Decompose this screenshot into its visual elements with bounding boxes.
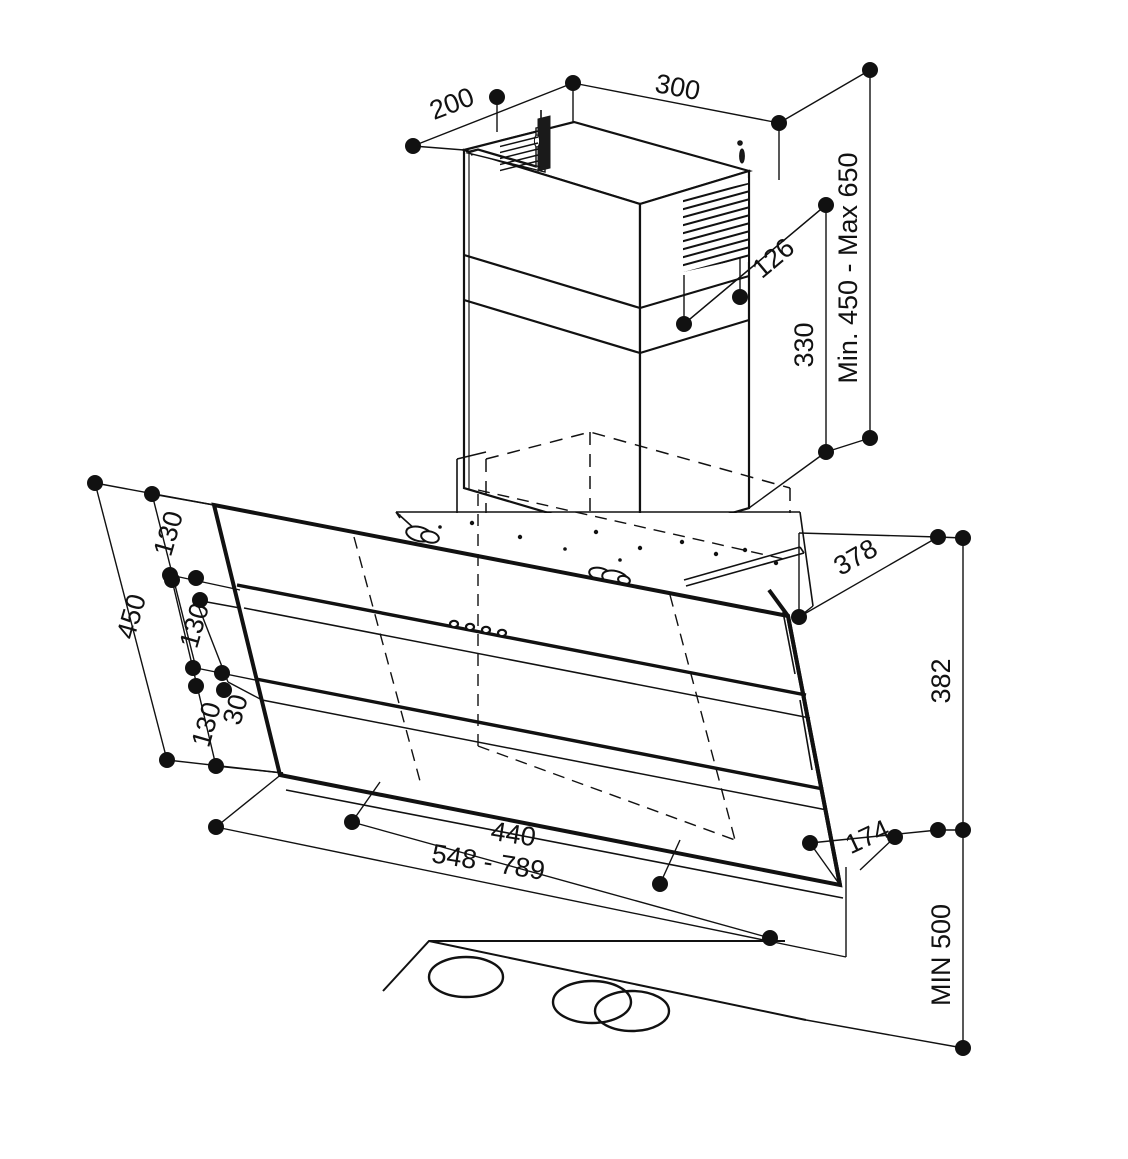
dim-label-mount-range: Min. 450 - Max 650 [833, 152, 863, 383]
dim-line-filter-width [351, 781, 771, 939]
inclined-glass-front-panel [211, 489, 844, 899]
dim-line-min-clearance [805, 830, 964, 1049]
control-panel[interactable] [448, 619, 508, 638]
dim-label-hood-height: 382 [926, 658, 956, 703]
burner-2 [551, 979, 633, 1025]
control-button-3[interactable] [480, 625, 492, 635]
dim-line-overhang [809, 829, 939, 886]
dimension-point-markers [87, 62, 971, 1056]
burner-3 [593, 989, 671, 1033]
filter-catch-left [405, 525, 440, 544]
dim-label-chimney-lower: 330 [789, 322, 819, 367]
louvered-vent-grille [682, 140, 748, 275]
dim-line-chimney-width [572, 82, 780, 180]
hood-body [395, 511, 814, 608]
dim-label-min-clearance: MIN 500 [926, 904, 956, 1006]
cooktop-burners [427, 955, 671, 1033]
burner-1 [427, 955, 505, 999]
dim-line-hood-width [215, 772, 847, 958]
top-plate-mounting-holes [438, 520, 779, 566]
control-button-2[interactable] [464, 622, 476, 632]
cooktop-outline [382, 940, 807, 1033]
dim-label-filter-width: 440 [489, 816, 538, 853]
chimney-upper-section [459, 110, 753, 542]
control-button-1[interactable] [448, 619, 460, 629]
chimney-assembly [456, 110, 791, 560]
control-button-4[interactable] [496, 628, 508, 638]
